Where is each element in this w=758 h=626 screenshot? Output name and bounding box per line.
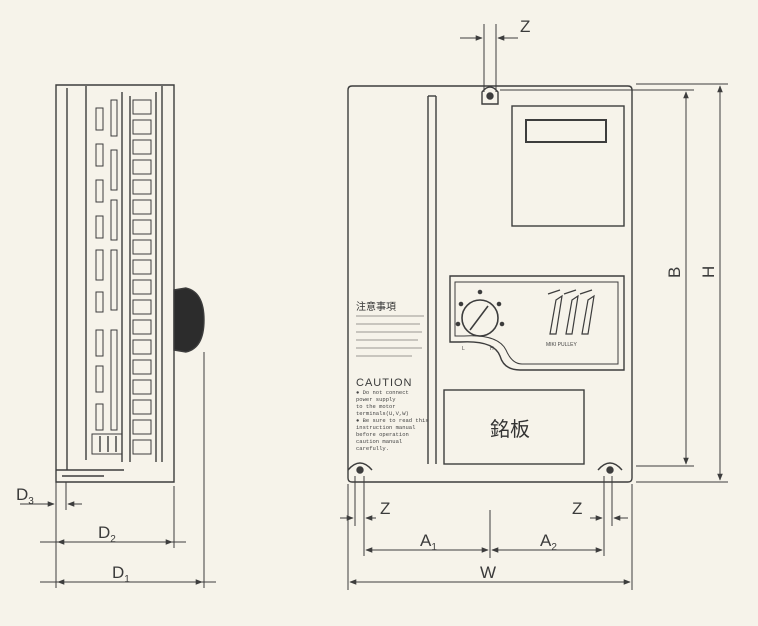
side-knob xyxy=(173,287,205,353)
svg-text:carefully.: carefully. xyxy=(356,445,389,452)
a2-label: A2 xyxy=(540,531,557,553)
d3-label: D3 xyxy=(16,485,34,507)
svg-text:before operation: before operation xyxy=(356,431,409,438)
display-window xyxy=(525,119,607,143)
svg-text:caution manual: caution manual xyxy=(356,438,402,445)
nameplate-box xyxy=(443,389,585,465)
caution-jp-title: 注意事項 xyxy=(356,300,396,313)
d2-label: D2 xyxy=(98,523,116,545)
d1-label: D1 xyxy=(112,563,130,585)
display-panel xyxy=(511,105,625,227)
brand-name: MIKI PULLEY xyxy=(546,342,578,348)
right-mounting-slot xyxy=(597,462,623,471)
caution-en-title: CAUTION xyxy=(356,377,413,389)
a1-label: A1 xyxy=(420,531,437,553)
w-label: W xyxy=(480,563,496,582)
left-mounting-slot xyxy=(347,462,373,471)
front-body-outline xyxy=(347,85,633,483)
h-label: H xyxy=(699,266,718,278)
z-top-label: Z xyxy=(520,17,530,36)
caution-en-text: ● Do not connect power supply to the mot… xyxy=(356,389,429,452)
z-right-label: Z xyxy=(572,499,582,518)
side-heatsink-fins xyxy=(132,99,152,455)
dial-high-label: H xyxy=(490,346,494,352)
speed-dial xyxy=(461,299,499,337)
caution-label xyxy=(356,315,424,357)
side-body-outline xyxy=(55,84,175,483)
svg-text:to the motor: to the motor xyxy=(356,403,396,410)
b-label: B xyxy=(665,267,684,278)
brand-logo xyxy=(547,289,595,335)
side-dimensions xyxy=(20,352,216,588)
front-view xyxy=(347,85,633,483)
svg-text:power supply: power supply xyxy=(356,396,396,403)
svg-text:terminals(U,V,W): terminals(U,V,W) xyxy=(356,410,409,417)
svg-text:● Be sure to read this: ● Be sure to read this xyxy=(356,417,429,424)
nameplate-label: 銘板 xyxy=(490,417,530,441)
top-mounting-slot xyxy=(481,86,499,105)
front-dimensions xyxy=(340,24,728,590)
dial-low-label: L xyxy=(462,346,465,352)
svg-text:● Do not connect: ● Do not connect xyxy=(356,389,409,396)
side-vent-slots xyxy=(95,99,118,431)
control-panel-frame xyxy=(449,275,625,371)
z-left-label: Z xyxy=(380,499,390,518)
svg-text:instruction manual: instruction manual xyxy=(356,424,415,431)
side-view xyxy=(55,84,205,483)
